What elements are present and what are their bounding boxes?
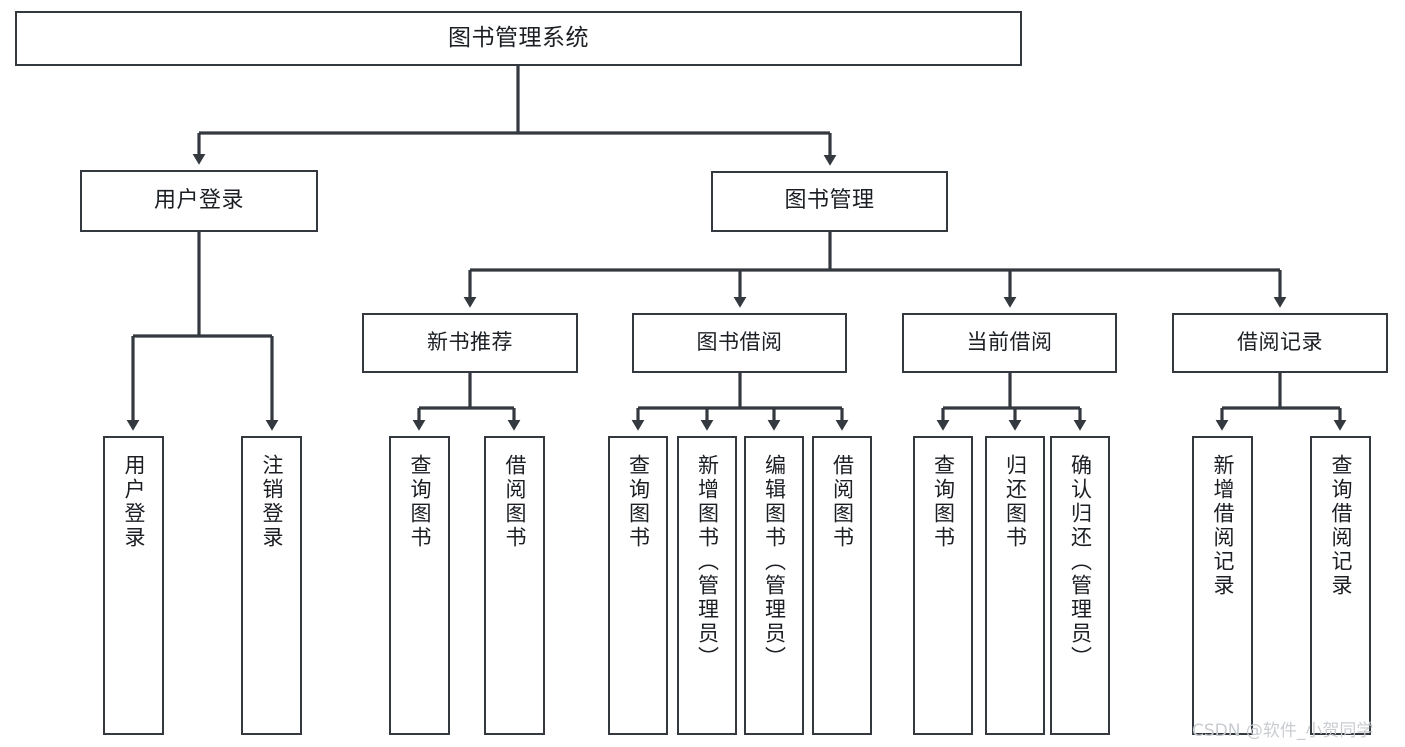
current-to-leaves-connectors: [936, 373, 1087, 431]
node-level3-book-borrow[interactable]: 图书借阅: [632, 313, 847, 373]
node-leaf-label: 借阅图书: [830, 454, 855, 550]
node-leaf-label: 查询借阅记录: [1329, 454, 1353, 598]
node-leaf-query-book-borrow[interactable]: 查询图书: [608, 436, 668, 735]
node-leaf-label: 注销登录: [260, 454, 284, 550]
node-leaf-label: 借阅图书: [503, 454, 527, 550]
node-leaf-label: 归还图书: [1003, 454, 1028, 550]
node-leaf-label: 查询图书: [408, 454, 432, 550]
node-leaf-label: 查询图书: [626, 454, 651, 550]
node-leaf-label: 新增借阅记录: [1211, 454, 1235, 598]
node-leaf-add-borrow-record[interactable]: 新增借阅记录: [1192, 436, 1253, 735]
node-leaf-borrow-book[interactable]: 借阅图书: [812, 436, 872, 735]
node-level3-label: 当前借阅: [966, 330, 1053, 355]
node-leaf-label: 确认归还（管理员）: [1068, 454, 1093, 670]
node-level2-book-management[interactable]: 图书管理: [711, 171, 948, 232]
node-leaf-label: 编辑图书（管理员）: [762, 454, 787, 670]
node-level3-borrow-records[interactable]: 借阅记录: [1172, 313, 1388, 373]
node-level3-label: 借阅记录: [1237, 330, 1323, 355]
records-to-leaves-connectors: [1215, 373, 1347, 431]
node-leaf-return-book[interactable]: 归还图书: [985, 436, 1045, 735]
borrow-to-leaves-connectors: [631, 373, 849, 431]
new-book-to-leaves-connectors: [412, 373, 521, 431]
node-leaf-query-borrow-record[interactable]: 查询借阅记录: [1310, 436, 1371, 735]
node-root-图书管理系统[interactable]: 图书管理系统: [15, 11, 1022, 66]
node-leaf-logout[interactable]: 注销登录: [241, 436, 302, 735]
node-leaf-query-book-current[interactable]: 查询图书: [913, 436, 973, 735]
node-leaf-user-login[interactable]: 用户登录: [103, 436, 164, 735]
node-leaf-add-book-admin[interactable]: 新增图书（管理员）: [677, 436, 737, 735]
node-leaf-label: 新增图书（管理员）: [695, 454, 720, 670]
node-level2-label: 用户登录: [153, 187, 244, 213]
node-level2-label: 图书管理: [784, 188, 875, 214]
node-level2-user-login[interactable]: 用户登录: [80, 170, 318, 232]
node-leaf-confirm-return-admin[interactable]: 确认归还（管理员）: [1050, 436, 1110, 735]
node-level3-label: 新书推荐: [427, 330, 513, 355]
node-level3-current-borrow[interactable]: 当前借阅: [902, 313, 1117, 373]
user-login-to-leaves-connectors: [126, 232, 279, 431]
node-level3-label: 图书借阅: [696, 330, 783, 355]
node-leaf-label: 查询图书: [931, 454, 956, 550]
node-leaf-query-book-newbook[interactable]: 查询图书: [389, 436, 450, 735]
book-mgmt-to-level3-connectors: [463, 232, 1287, 308]
node-level3-new-book-recommend[interactable]: 新书推荐: [362, 313, 578, 373]
node-root-label: 图书管理系统: [448, 24, 589, 51]
node-leaf-edit-book-admin[interactable]: 编辑图书（管理员）: [744, 436, 804, 735]
node-leaf-borrow-book-newbook[interactable]: 借阅图书: [484, 436, 545, 735]
root-to-level2-connectors: [192, 66, 837, 166]
node-leaf-label: 用户登录: [122, 454, 146, 550]
